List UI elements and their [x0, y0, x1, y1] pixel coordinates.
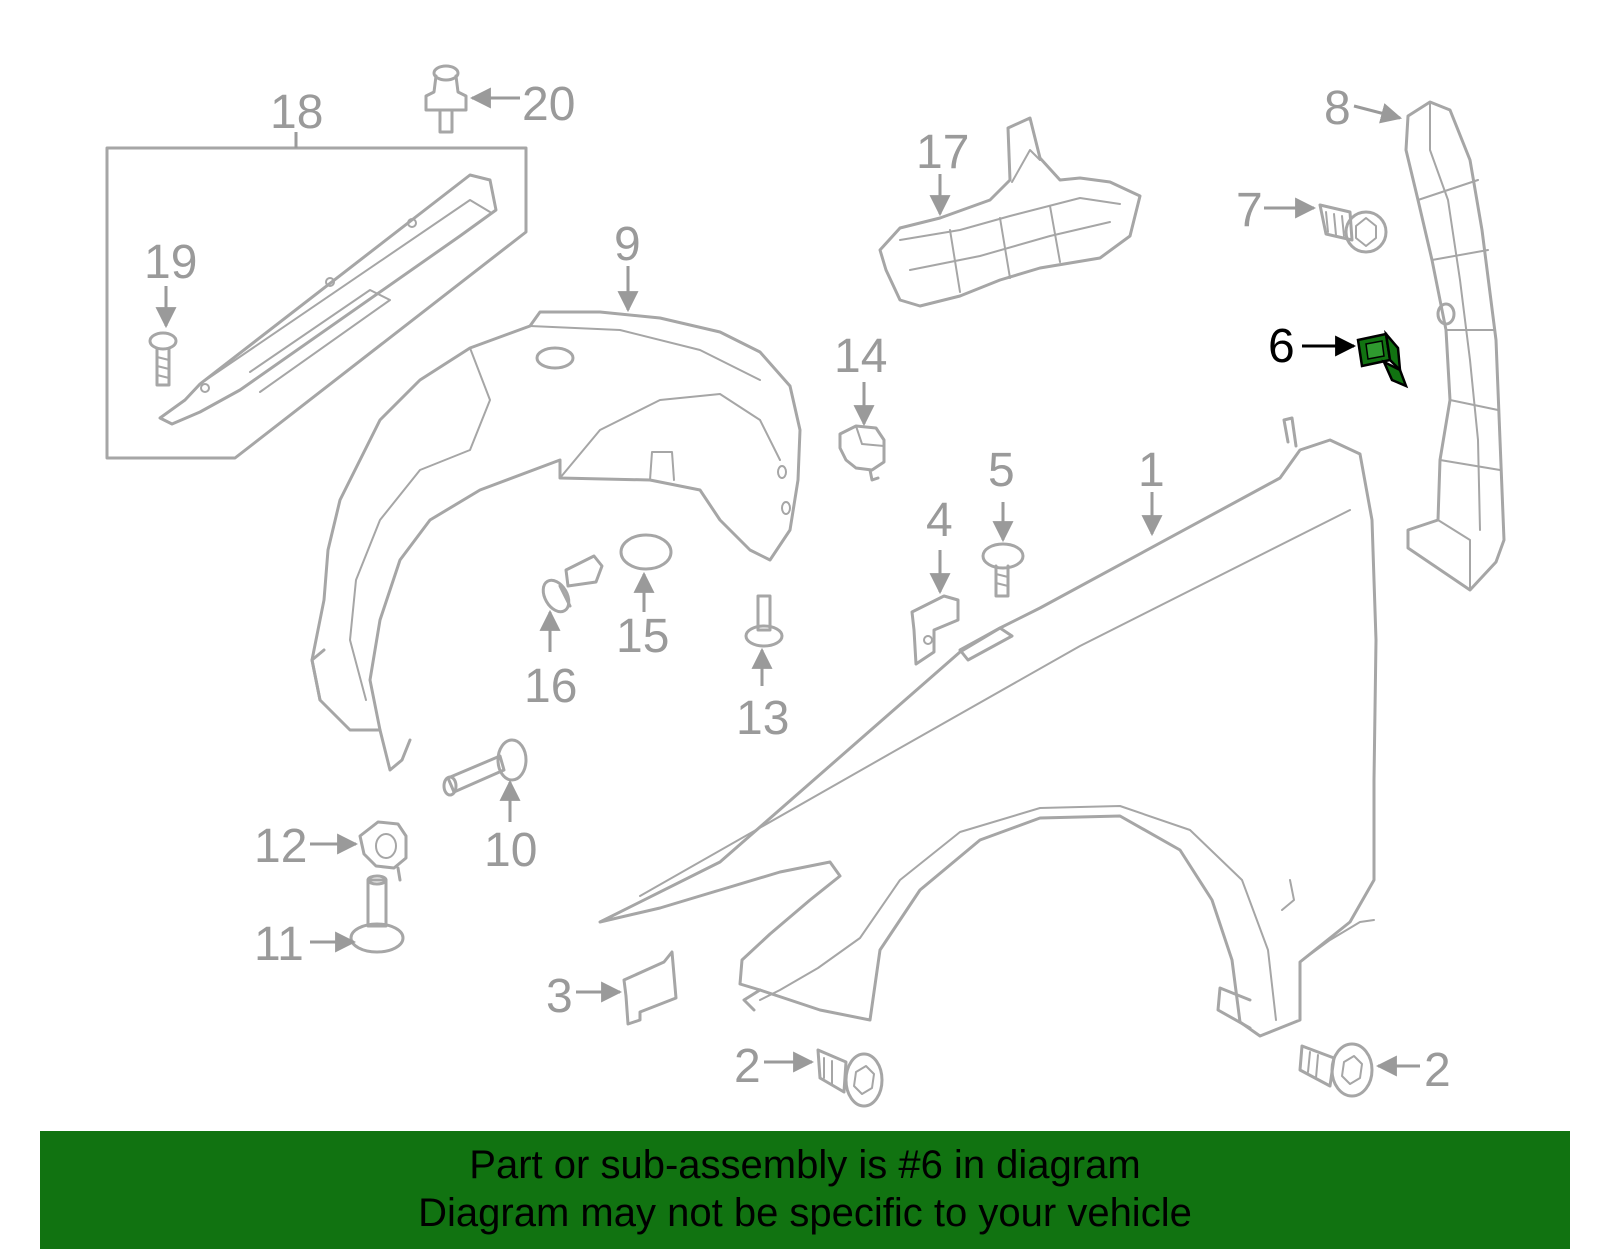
part-16-pin	[541, 554, 604, 614]
part-8-bracket	[1404, 100, 1506, 592]
callout-6: 6	[1268, 320, 1295, 373]
part-13-stud	[744, 594, 784, 648]
callout-2-right: 2	[1424, 1044, 1451, 1097]
callout-4: 4	[926, 494, 953, 547]
callout-10: 10	[484, 824, 537, 877]
banner-line-1: Part or sub-assembly is #6 in diagram	[469, 1143, 1141, 1187]
part-20-pin	[424, 64, 468, 134]
callout-12: 12	[254, 820, 307, 873]
part-5-bolt	[981, 542, 1025, 598]
callout-2-left: 2	[734, 1040, 761, 1093]
part-18-shape	[158, 173, 498, 426]
part-2-bolt-right	[1298, 1042, 1374, 1098]
part-15-plug	[619, 533, 673, 571]
part-18-group	[105, 146, 528, 460]
part-7-bolt	[1318, 203, 1388, 254]
part-4-bracket	[910, 594, 960, 666]
callout-5: 5	[988, 444, 1015, 497]
banner-line-2: Diagram may not be specific to your vehi…	[418, 1191, 1192, 1235]
callout-7: 7	[1236, 184, 1263, 237]
callout-9: 9	[614, 218, 641, 271]
callout-18: 18	[270, 86, 323, 139]
callout-11: 11	[254, 918, 304, 971]
callout-8: 8	[1324, 82, 1351, 135]
part-9-liner	[310, 310, 802, 772]
callout-16: 16	[524, 660, 577, 713]
info-banner: Part or sub-assembly is #6 in diagram Di…	[40, 1131, 1570, 1249]
callout-14: 14	[834, 330, 887, 383]
callout-15: 15	[616, 610, 669, 663]
callout-3: 3	[546, 970, 573, 1023]
part-3-bracket	[622, 950, 678, 1026]
part-11-stud	[349, 874, 405, 954]
callout-13: 13	[736, 692, 789, 745]
part-14-clip	[838, 424, 886, 482]
callout-17: 17	[916, 126, 969, 179]
callouts: 18 20 19 17 8 7 6 9 14 1 5 4 16 15 13 10…	[144, 78, 1451, 1097]
callout-1: 1	[1138, 444, 1165, 497]
part-12-clip	[358, 820, 408, 882]
part-2-bolt-left	[816, 1048, 884, 1108]
part-1-fender	[598, 416, 1378, 1038]
part-10-bolt	[442, 738, 528, 797]
part-17-shield	[878, 116, 1142, 308]
part-19-screw	[148, 331, 178, 387]
leader-lines	[155, 87, 1420, 1077]
part-6-clip	[1356, 329, 1409, 389]
callout-20: 20	[522, 78, 575, 131]
callout-19: 19	[144, 236, 197, 289]
